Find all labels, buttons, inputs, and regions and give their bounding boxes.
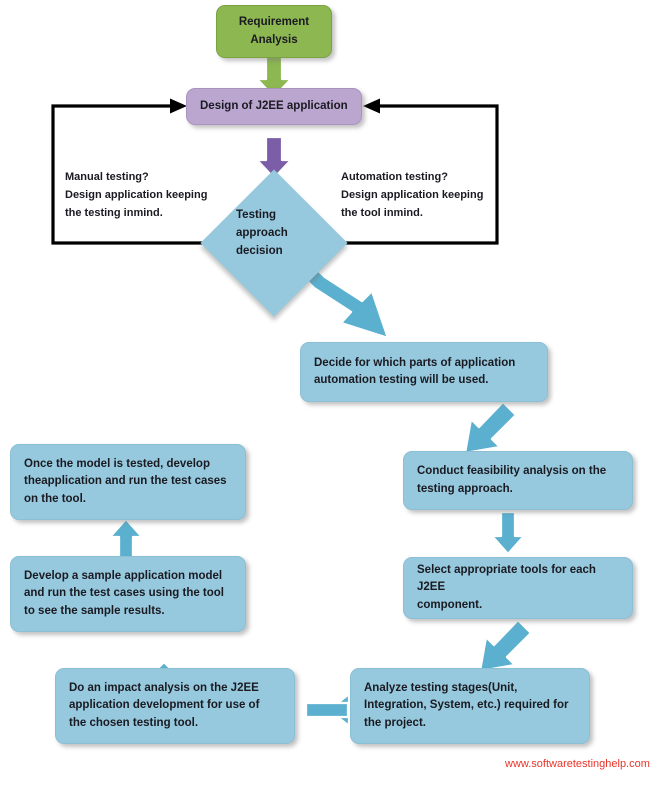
node-conduct-feasibility[interactable]: Conduct feasibility analysis on the test… (403, 451, 633, 510)
arrow-analyze-to-impact (304, 692, 351, 728)
node-develop-sample-label: Develop a sample application model and r… (24, 569, 225, 617)
node-conduct-feasibility-label: Conduct feasibility analysis on the test… (417, 465, 607, 495)
node-once-tested[interactable]: Once the model is tested, develop theapp… (10, 444, 246, 520)
node-impact-analysis-label: Do an impact analysis on the J2EE applic… (69, 681, 260, 729)
arrow-decide-parts-to-feasibility (463, 400, 518, 455)
node-requirement-analysis[interactable]: Requirement Analysis (216, 5, 332, 58)
node-select-tools-label: Select appropriate tools for each J2EE c… (417, 563, 596, 611)
node-develop-sample[interactable]: Develop a sample application model and r… (10, 556, 246, 632)
node-requirement-analysis-label: Requirement Analysis (238, 16, 310, 46)
node-impact-analysis[interactable]: Do an impact analysis on the J2EE applic… (55, 668, 295, 744)
watermark-url: www.softwaretestinghelp.com (505, 758, 650, 770)
node-design-j2ee-label: Design of J2EE application (200, 99, 348, 112)
arrow-develop-sample-to-once-tested (108, 517, 144, 563)
arrow-select-tools-to-analyze (478, 618, 533, 673)
annotation-automation-branch: Automation testing? Design application k… (341, 171, 484, 219)
node-decide-parts[interactable]: Decide for which parts of application au… (300, 342, 548, 402)
arrow-feasibility-to-select-tools (490, 510, 526, 556)
annotation-manual-branch: Manual testing? Design application keepi… (65, 171, 208, 219)
node-decide-parts-label: Decide for which parts of application au… (314, 356, 516, 386)
node-testing-approach-decision-label: Testing approach decision (236, 209, 288, 257)
node-analyze-stages-label: Analyze testing stages(Unit, Integration… (364, 681, 569, 729)
node-design-j2ee[interactable]: Design of J2EE application (186, 88, 362, 125)
node-analyze-stages[interactable]: Analyze testing stages(Unit, Integration… (350, 668, 590, 744)
node-once-tested-label: Once the model is tested, develop theapp… (24, 457, 227, 505)
node-select-tools[interactable]: Select appropriate tools for each J2EE c… (403, 557, 633, 619)
